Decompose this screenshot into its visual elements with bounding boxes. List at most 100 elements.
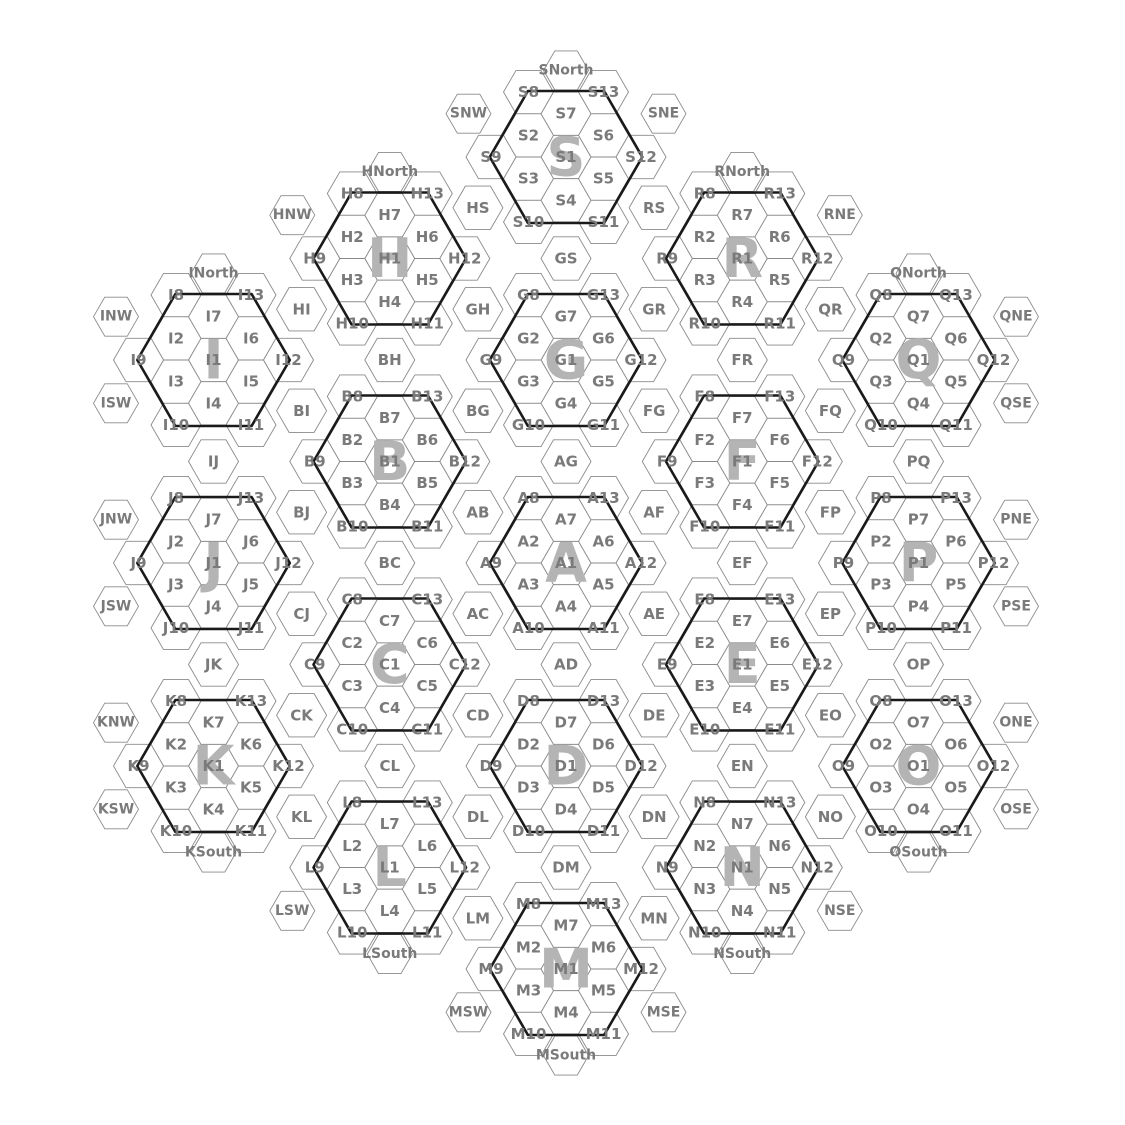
- border-hex-lm[interactable]: [452, 896, 504, 941]
- border-hex-ab[interactable]: [452, 490, 504, 535]
- cell-label-h11: H11: [411, 314, 444, 332]
- outer-hex-hnw[interactable]: [269, 195, 316, 236]
- cell-label-q6: Q6: [944, 329, 967, 347]
- border-hex-fg[interactable]: [628, 388, 680, 433]
- outer-hex-jnw[interactable]: [92, 499, 140, 540]
- border-hex-op[interactable]: [892, 642, 945, 687]
- outer-label-jsw: JSW: [100, 598, 132, 614]
- border-hex-gr[interactable]: [628, 287, 680, 332]
- border-hex-dl[interactable]: [452, 794, 504, 839]
- cell-label-s13: S13: [588, 83, 620, 101]
- border-label-gh: GH: [465, 300, 490, 318]
- border-hex-mn[interactable]: [628, 896, 680, 941]
- outer-hex-qse[interactable]: [992, 383, 1040, 424]
- border-hex-pq[interactable]: [892, 439, 945, 484]
- outer-label-qse: QSE: [1000, 395, 1032, 411]
- border-hex-bc[interactable]: [364, 540, 416, 586]
- region-letter-e: E: [724, 633, 761, 696]
- outer-label-qne: QNE: [999, 309, 1032, 325]
- cell-label-a6: A6: [592, 532, 614, 550]
- outer-hex-qne[interactable]: [992, 296, 1040, 337]
- cell-label-f10: F10: [689, 517, 720, 535]
- outer-hex-pse[interactable]: [992, 586, 1040, 627]
- border-hex-fp[interactable]: [804, 490, 856, 535]
- border-hex-fq[interactable]: [804, 388, 856, 433]
- cell-label-d2: D2: [517, 735, 540, 753]
- border-hex-ad[interactable]: [540, 642, 592, 687]
- border-hex-hs[interactable]: [452, 185, 504, 230]
- cell-label-h13: H13: [411, 185, 444, 203]
- cell-label-q10: Q10: [864, 416, 898, 434]
- border-hex-de[interactable]: [628, 693, 680, 738]
- outer-hex-snw[interactable]: [445, 93, 492, 134]
- border-hex-ck[interactable]: [276, 693, 328, 738]
- border-hex-kl[interactable]: [276, 794, 328, 839]
- border-hex-bg[interactable]: [452, 388, 504, 433]
- border-hex-ag[interactable]: [540, 439, 592, 484]
- border-hex-bh[interactable]: [364, 337, 416, 383]
- cell-label-m7: M7: [553, 917, 578, 935]
- cell-label-m1: M1: [553, 960, 578, 978]
- border-hex-hi[interactable]: [276, 287, 328, 332]
- outer-label-jnw: JNW: [99, 512, 132, 528]
- outer-label-inorth: INorth: [188, 265, 238, 281]
- outer-hex-ose[interactable]: [992, 789, 1040, 830]
- outer-hex-pne[interactable]: [992, 499, 1040, 540]
- region-outline-o: [840, 698, 997, 834]
- outer-hex-mse[interactable]: [640, 992, 687, 1033]
- cell-label-b3: B3: [341, 474, 363, 492]
- border-label-ef: EF: [732, 554, 753, 572]
- cell-label-h6: H6: [416, 228, 439, 246]
- region-outline-b: [312, 394, 468, 529]
- border-hex-gs[interactable]: [540, 236, 592, 281]
- outer-hex-jsw[interactable]: [92, 586, 140, 627]
- cell-label-d1: D1: [555, 757, 578, 775]
- border-hex-jk[interactable]: [187, 642, 240, 687]
- outer-hex-one[interactable]: [992, 702, 1040, 743]
- outer-hex-lsw[interactable]: [269, 890, 316, 931]
- border-hex-no[interactable]: [804, 794, 856, 839]
- outer-hex-sne[interactable]: [640, 93, 687, 134]
- border-hex-af[interactable]: [628, 490, 680, 535]
- cell-label-e8: E8: [694, 591, 715, 609]
- border-hex-ac[interactable]: [452, 591, 504, 636]
- outer-hex-inw[interactable]: [92, 296, 140, 337]
- border-hex-dn[interactable]: [628, 794, 680, 839]
- cell-label-b1: B1: [379, 453, 401, 471]
- outer-hex-msw[interactable]: [445, 992, 492, 1033]
- border-hex-bj[interactable]: [276, 490, 328, 535]
- cell-label-e10: E10: [689, 720, 720, 738]
- outer-hex-ksw[interactable]: [92, 789, 140, 830]
- border-hex-cj[interactable]: [276, 591, 328, 636]
- cell-label-o11: O11: [939, 822, 973, 840]
- border-hex-ae[interactable]: [628, 591, 680, 636]
- border-hex-fr[interactable]: [716, 337, 768, 383]
- cell-label-q3: Q3: [869, 373, 892, 391]
- cell-label-j5: J5: [242, 576, 259, 594]
- outer-hex-isw[interactable]: [92, 383, 140, 424]
- cell-label-a9: A9: [480, 554, 502, 572]
- cell-label-p9: P9: [833, 554, 854, 572]
- border-hex-dm[interactable]: [540, 845, 592, 890]
- border-hex-qr[interactable]: [804, 287, 856, 332]
- cell-label-n6: N6: [768, 837, 791, 855]
- cell-label-m13: M13: [586, 895, 622, 913]
- outer-hex-rne[interactable]: [816, 195, 863, 236]
- border-hex-ij[interactable]: [187, 439, 240, 484]
- border-hex-cd[interactable]: [452, 693, 504, 738]
- border-label-gr: GR: [642, 300, 666, 318]
- outer-hex-knw[interactable]: [92, 702, 140, 743]
- cell-label-b12: B12: [449, 453, 481, 471]
- cell-label-s12: S12: [625, 148, 657, 166]
- border-hex-bi[interactable]: [276, 388, 328, 433]
- border-hex-cl[interactable]: [364, 743, 416, 789]
- border-hex-ep[interactable]: [804, 591, 856, 636]
- border-hex-ef[interactable]: [716, 540, 768, 586]
- outer-hex-nse[interactable]: [816, 890, 863, 931]
- border-hex-rs[interactable]: [628, 185, 680, 230]
- border-hex-gh[interactable]: [452, 287, 504, 332]
- border-hex-en[interactable]: [716, 743, 768, 789]
- cell-label-r1: R1: [731, 250, 753, 268]
- border-hex-eo[interactable]: [804, 693, 856, 738]
- cell-label-d11: D11: [587, 822, 620, 840]
